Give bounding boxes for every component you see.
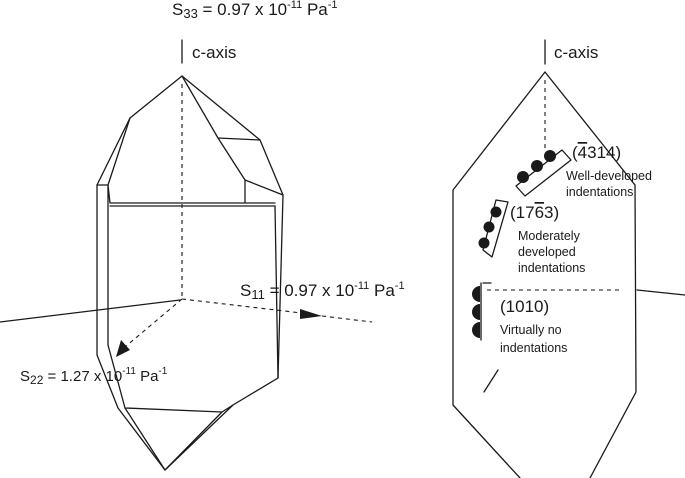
indentation-dot — [544, 150, 556, 162]
right-caxis-label: c-axis — [554, 43, 598, 62]
half-indentation — [472, 304, 480, 320]
half-indentation — [472, 286, 480, 302]
face-1763-indentations — [478, 199, 509, 258]
face-1010-miller: (1010) — [500, 297, 549, 316]
face-1763-desc-2: developed — [518, 245, 576, 259]
s11-axis-back — [0, 299, 181, 323]
face-4314-desc-2: indentations — [566, 185, 633, 199]
indentation-dot — [517, 171, 529, 183]
indentation-dot — [478, 237, 490, 249]
s11-label: S11 = 0.97 x 10-11 Pa-1 — [240, 280, 405, 302]
left-caxis-label: c-axis — [192, 43, 236, 62]
left-crystal-bottom-facets — [107, 205, 279, 471]
face-1763-desc-3: indentations — [518, 261, 585, 275]
face-4314-rect — [515, 149, 572, 197]
s11-axis-tail — [321, 315, 373, 323]
face-4314-miller: (4314) — [572, 143, 621, 162]
face-1010-desc-1: Virtually no — [500, 323, 562, 337]
s22-label: S22 = 1.27 x 10-11 Pa-1 — [20, 366, 168, 387]
right-crystal-outline — [452, 71, 637, 478]
half-indentation — [472, 322, 480, 338]
indentation-dot — [490, 206, 502, 218]
left-crystal-top-facets — [96, 75, 284, 346]
face-1763-miller: (1763) — [510, 203, 559, 222]
face-1763-rect — [482, 199, 509, 258]
right-short-line — [483, 369, 499, 393]
face-1763-desc-1: Moderately — [518, 229, 581, 243]
face-4314-indentations — [515, 149, 572, 197]
s33-label: S33 = 0.97 x 10-11 Pa-1 — [172, 0, 338, 21]
s11-arrowhead — [300, 309, 322, 319]
face-4314-desc-1: Well-developed — [566, 169, 652, 183]
s22-arrowhead — [116, 340, 130, 357]
face-1010-desc-2: indentations — [500, 341, 567, 355]
indentation-dot — [483, 221, 495, 233]
face-1010-indentations — [472, 282, 492, 341]
s11-axis-dashed — [181, 298, 311, 315]
right-axis-line — [636, 289, 685, 296]
right-crystal: c-axis (4314) Well-developed indentation… — [452, 39, 685, 478]
left-crystal: S33 = 0.97 x 10-11 Pa-1 c-axis S11 = 0.9… — [0, 0, 405, 471]
indentation-dot — [531, 160, 543, 172]
